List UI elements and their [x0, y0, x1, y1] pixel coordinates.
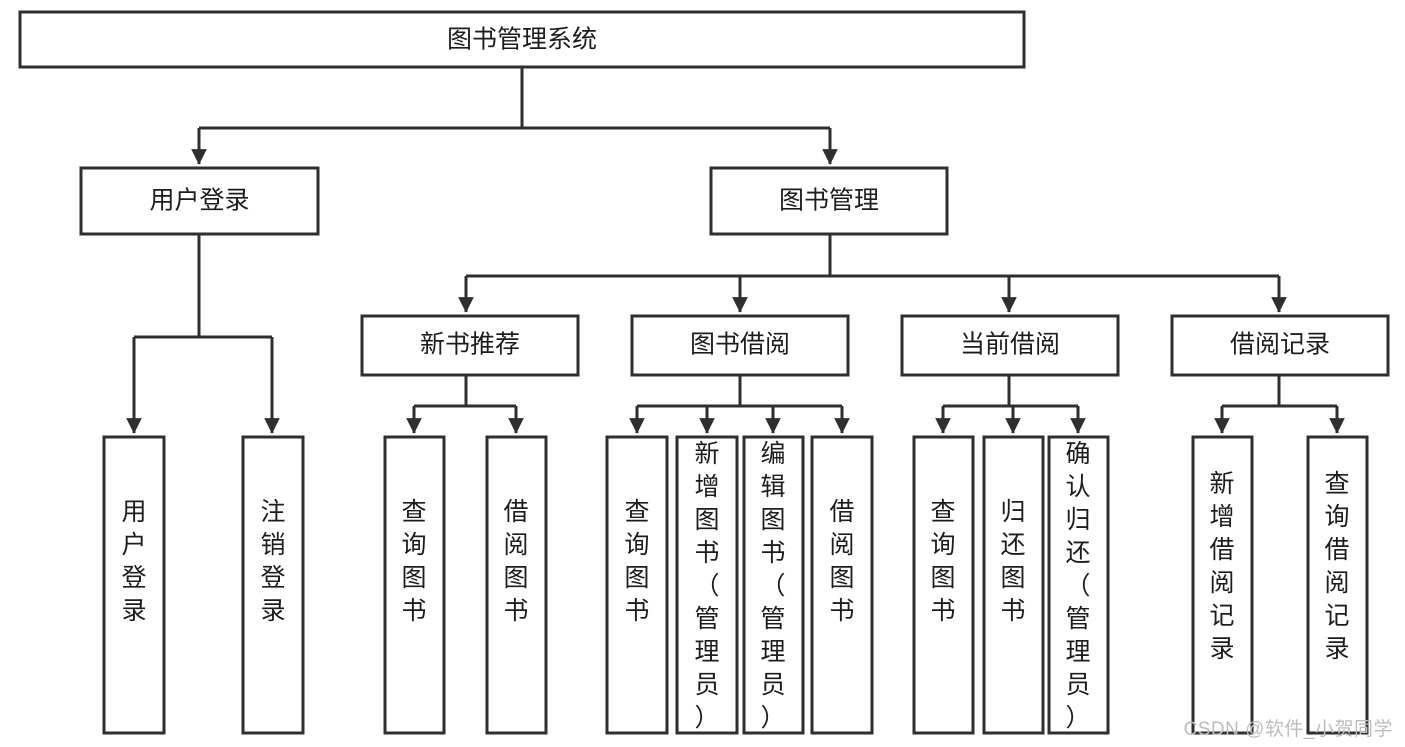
connector-group-new-book-recommend: [406, 375, 524, 434]
node-leaf-borrow-book-2-label: 借阅图书: [829, 498, 854, 625]
node-leaf-user-logout-label: 注销登录: [260, 498, 285, 625]
node-leaf-user-logout-box[interactable]: [241, 435, 305, 735]
node-leaf-query-book-2[interactable]: 查询图书: [605, 435, 669, 735]
node-book-manage-box[interactable]: [709, 166, 949, 236]
node-leaf-borrow-book-1[interactable]: 借阅图书: [485, 435, 548, 735]
connector-group-book-borrow: [629, 375, 850, 434]
node-new-book-recommend-box[interactable]: [360, 314, 580, 377]
node-leaf-user-login-label: 用户登录: [121, 498, 146, 625]
node-new-book-recommend-label: 新书推荐: [420, 331, 520, 359]
node-leaf-borrow-book-1-box[interactable]: [485, 435, 548, 735]
node-leaf-query-book-1-label: 查询图书: [401, 498, 426, 625]
node-root[interactable]: 图书管理系统: [18, 10, 1026, 69]
connector-group-book-manage: [458, 234, 1287, 313]
node-leaf-query-book-1[interactable]: 查询图书: [383, 435, 446, 735]
node-user-login[interactable]: 用户登录: [79, 166, 320, 236]
node-leaf-query-record[interactable]: 查询借阅记录: [1306, 435, 1369, 735]
node-leaf-borrow-book-1-label: 借阅图书: [503, 498, 528, 625]
node-book-manage[interactable]: 图书管理: [709, 166, 949, 236]
node-leaf-borrow-book-2-box[interactable]: [810, 435, 874, 735]
node-leaf-add-book-box[interactable]: [675, 435, 739, 735]
node-book-borrow-box[interactable]: [630, 314, 850, 377]
node-leaf-return-book-box[interactable]: [982, 435, 1045, 735]
node-leaf-user-login[interactable]: 用户登录: [102, 435, 166, 735]
node-book-borrow-label: 图书借阅: [690, 331, 790, 359]
node-borrow-record-label: 借阅记录: [1230, 331, 1330, 359]
node-leaf-query-book-3-label: 查询图书: [930, 498, 955, 625]
node-leaf-query-book-2-box[interactable]: [605, 435, 669, 735]
node-leaf-edit-book[interactable]: 编辑图书（管理员）: [742, 435, 805, 735]
node-leaf-user-login-box[interactable]: [102, 435, 166, 735]
node-new-book-recommend[interactable]: 新书推荐: [360, 314, 580, 377]
node-leaf-edit-book-label: 编辑图书（管理员）: [760, 440, 785, 732]
node-leaf-confirm-return-label: 确认归还（管理员）: [1065, 440, 1090, 732]
node-leaf-return-book-label: 归还图书: [1000, 498, 1025, 625]
node-leaf-confirm-return-box[interactable]: [1047, 435, 1110, 735]
node-current-borrow-box[interactable]: [900, 314, 1120, 377]
connector-group-user-login: [126, 234, 280, 434]
node-borrow-record[interactable]: 借阅记录: [1170, 314, 1390, 377]
node-user-login-box[interactable]: [79, 166, 320, 236]
node-borrow-record-box[interactable]: [1170, 314, 1390, 377]
node-current-borrow-label: 当前借阅: [960, 331, 1060, 359]
node-leaf-add-book-label: 新增图书（管理员）: [694, 440, 719, 732]
node-book-manage-label: 图书管理: [779, 187, 879, 215]
node-leaf-add-book[interactable]: 新增图书（管理员）: [675, 435, 739, 735]
node-leaf-user-logout[interactable]: 注销登录: [241, 435, 305, 735]
node-leaf-confirm-return[interactable]: 确认归还（管理员）: [1047, 435, 1110, 735]
node-leaf-query-book-2-label: 查询图书: [624, 498, 649, 625]
node-root-label: 图书管理系统: [447, 26, 597, 54]
node-leaf-query-book-1-box[interactable]: [383, 435, 446, 735]
node-leaf-return-book[interactable]: 归还图书: [982, 435, 1045, 735]
node-book-borrow[interactable]: 图书借阅: [630, 314, 850, 377]
node-user-login-label: 用户登录: [149, 187, 249, 215]
connector-group-borrow-record: [1214, 375, 1345, 434]
node-leaf-borrow-book-2[interactable]: 借阅图书: [810, 435, 874, 735]
node-leaf-query-record-box[interactable]: [1306, 435, 1369, 735]
node-root-box[interactable]: [18, 10, 1026, 69]
node-leaf-edit-book-box[interactable]: [742, 435, 805, 735]
connector-group-root: [191, 67, 838, 165]
node-leaf-query-book-3[interactable]: 查询图书: [912, 435, 975, 735]
node-leaf-add-record-label: 新增借阅记录: [1209, 470, 1234, 663]
node-leaf-add-record[interactable]: 新增借阅记录: [1191, 435, 1254, 735]
connector-group-current-borrow: [935, 375, 1086, 434]
node-leaf-query-book-3-box[interactable]: [912, 435, 975, 735]
node-current-borrow[interactable]: 当前借阅: [900, 314, 1120, 377]
node-leaf-add-record-box[interactable]: [1191, 435, 1254, 735]
node-leaf-query-record-label: 查询借阅记录: [1324, 470, 1349, 663]
